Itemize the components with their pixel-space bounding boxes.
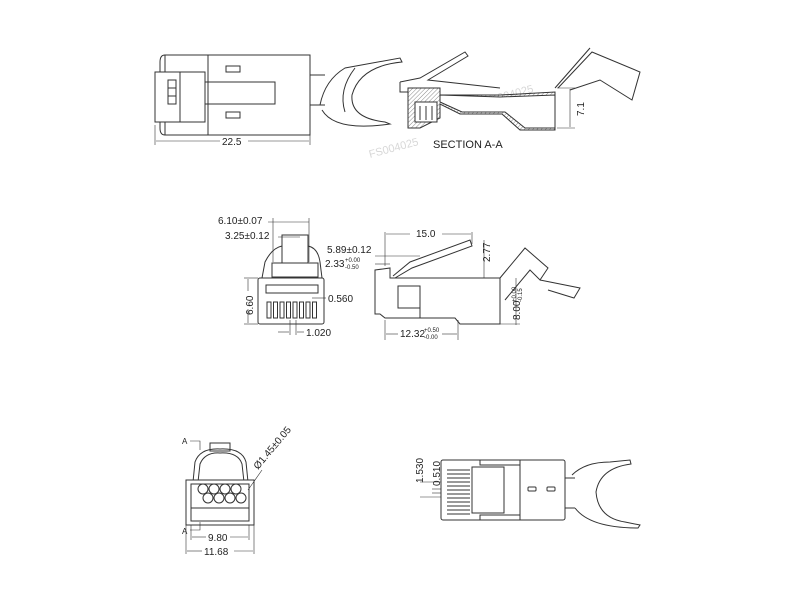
dim-contact-gap: 0.510: [432, 461, 443, 486]
bottom-view: [420, 459, 641, 529]
dim-nose-tol-minus: -0.50: [345, 265, 359, 271]
dim-width-tab: 3.25±0.12: [225, 231, 270, 242]
dim-contact-width: 0.560: [328, 294, 353, 305]
dim-body-len-tol-plus: +0.50: [424, 328, 440, 334]
dim-body-tol-minus: -0.15: [518, 288, 524, 302]
section-mark-top: A: [182, 437, 188, 446]
dim-contact-pitch-bottom: 1.530: [415, 458, 426, 483]
dim-latch-offset: 5.89±0.12: [327, 245, 372, 256]
dim-nose-tol-plus: +0.00: [345, 258, 361, 264]
dim-section-height: 7.1: [576, 102, 587, 116]
dim-inner-width: 9.80: [208, 533, 228, 544]
rear-view: [185, 440, 263, 554]
section-a-a-view: [399, 47, 641, 131]
cable-wires: [197, 483, 247, 504]
side-view: [374, 232, 581, 340]
section-title: SECTION A-A: [433, 139, 503, 151]
dim-body-len-tol-minus: -0.00: [424, 335, 438, 341]
dim-height: 6.60: [245, 295, 256, 315]
top-view: [154, 54, 403, 145]
dim-hole-diameter: Ø1.45±0.05: [252, 425, 294, 472]
section-mark-bottom: A: [182, 527, 188, 536]
dim-body-height: 8.00: [512, 300, 523, 320]
dim-body-length: 12.32: [400, 329, 425, 340]
contacts: [266, 301, 317, 319]
dim-outer-width: 11.68: [204, 547, 229, 558]
front-view: [244, 218, 326, 335]
dim-width-outer: 6.10±0.07: [218, 216, 263, 227]
dim-body-tol-plus: +0.00: [512, 286, 518, 302]
dim-latch-length: 15.0: [416, 229, 436, 240]
contact-slots: [447, 469, 470, 515]
dim-latch-height: 2.77: [482, 242, 493, 262]
dim-nose-length: 2.33: [325, 259, 345, 270]
dim-contact-pitch: 1.020: [306, 328, 331, 339]
watermark: FS004025: [368, 136, 420, 161]
dim-length: 22.5: [222, 137, 242, 148]
